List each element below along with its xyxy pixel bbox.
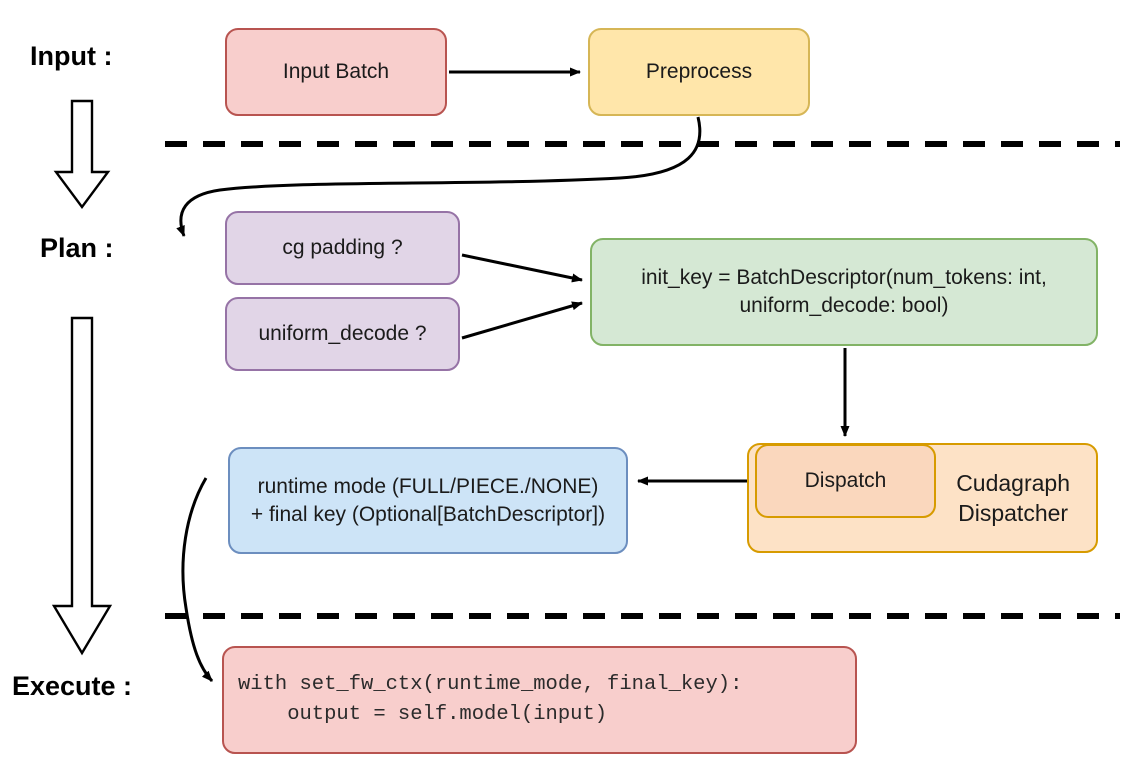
node-runtime-mode-line1: runtime mode (FULL/PIECE./NONE)	[257, 474, 599, 498]
node-init-key-line1: init_key = BatchDescriptor(num_tokens: i…	[641, 266, 1047, 290]
node-cudagraph-dispatcher-line1: Cudagraph	[956, 469, 1070, 496]
node-uniform-decode[interactable]: uniform_decode ?	[225, 297, 460, 371]
node-runtime-mode-text: runtime mode (FULL/PIECE./NONE) + final …	[251, 473, 605, 528]
node-init-key-text: init_key = BatchDescriptor(num_tokens: i…	[641, 264, 1047, 319]
connector-uniform-decode-to-init-key	[461, 301, 583, 340]
stage-label-plan: Plan :	[40, 233, 114, 263]
node-preprocess-label: Preprocess	[645, 60, 753, 84]
node-init-key-line2: uniform_decode: bool)	[739, 294, 949, 317]
node-dispatch[interactable]: Dispatch	[755, 444, 936, 518]
node-cg-padding-label: cg padding ?	[282, 236, 403, 260]
connector-runtime-mode-to-exec-code	[181, 477, 214, 683]
stage-arrow-plan-to-execute	[51, 316, 113, 656]
node-init-key[interactable]: init_key = BatchDescriptor(num_tokens: i…	[590, 238, 1098, 346]
stage-arrow-input-to-plan	[53, 99, 111, 210]
node-input-batch-label: Input Batch	[282, 60, 390, 84]
stage-label-input: Input :	[30, 41, 113, 71]
node-exec-code[interactable]: with set_fw_ctx(runtime_mode, final_key)…	[222, 646, 857, 754]
connector-cg-padding-to-init-key	[461, 253, 583, 283]
node-exec-code-line2: output = self.model(input)	[238, 703, 608, 726]
node-uniform-decode-label: uniform_decode ?	[258, 322, 427, 346]
node-preprocess[interactable]: Preprocess	[588, 28, 810, 116]
node-dispatch-label: Dispatch	[804, 469, 887, 493]
node-exec-code-text: with set_fw_ctx(runtime_mode, final_key)…	[238, 670, 742, 729]
node-input-batch[interactable]: Input Batch	[225, 28, 447, 116]
node-runtime-mode[interactable]: runtime mode (FULL/PIECE./NONE) + final …	[228, 447, 628, 554]
node-runtime-mode-line2: + final key (Optional[BatchDescriptor])	[250, 502, 606, 526]
node-cudagraph-dispatcher-line2: Dispatcher	[958, 500, 1069, 526]
node-exec-code-line1: with set_fw_ctx(runtime_mode, final_key)…	[238, 673, 743, 697]
stage-label-execute: Execute :	[12, 671, 133, 701]
node-cudagraph-dispatcher-text: Cudagraph Dispatcher	[956, 468, 1070, 529]
node-cg-padding[interactable]: cg padding ?	[225, 211, 460, 285]
